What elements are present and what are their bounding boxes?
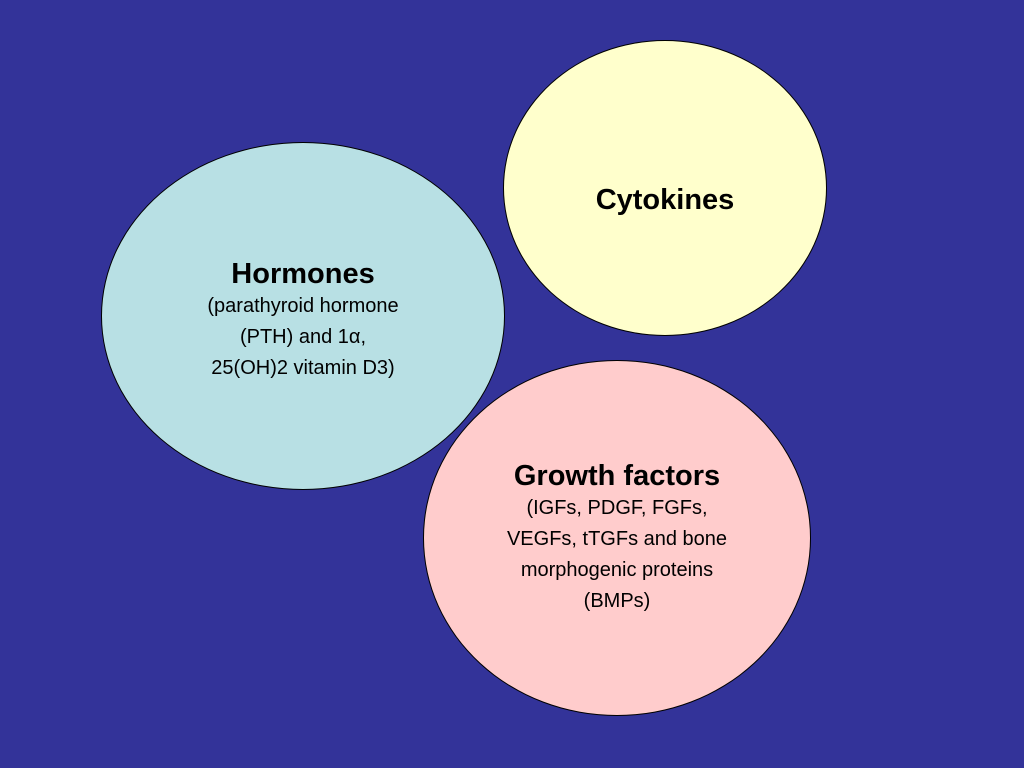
hormones-content: Hormones (parathyroid hormone (PTH) and … [102, 257, 504, 384]
hormones-circle: Hormones (parathyroid hormone (PTH) and … [101, 142, 505, 490]
cytokines-content: Cytokines [504, 183, 826, 217]
hormones-title: Hormones [231, 258, 375, 290]
growth-factors-title: Growth factors [513, 460, 721, 492]
growth-factors-circle: Growth factors (IGFs, PDGF, FGFs, VEGFs,… [423, 360, 811, 716]
cytokines-title: Cytokines [595, 184, 735, 216]
growth-factors-content: Growth factors (IGFs, PDGF, FGFs, VEGFs,… [424, 459, 810, 617]
cytokines-circle: Cytokines [503, 40, 827, 336]
hormones-description: (parathyroid hormone (PTH) and 1α, 25(OH… [207, 295, 399, 379]
growth-factors-description: (IGFs, PDGF, FGFs, VEGFs, tTGFs and bone… [506, 497, 728, 612]
